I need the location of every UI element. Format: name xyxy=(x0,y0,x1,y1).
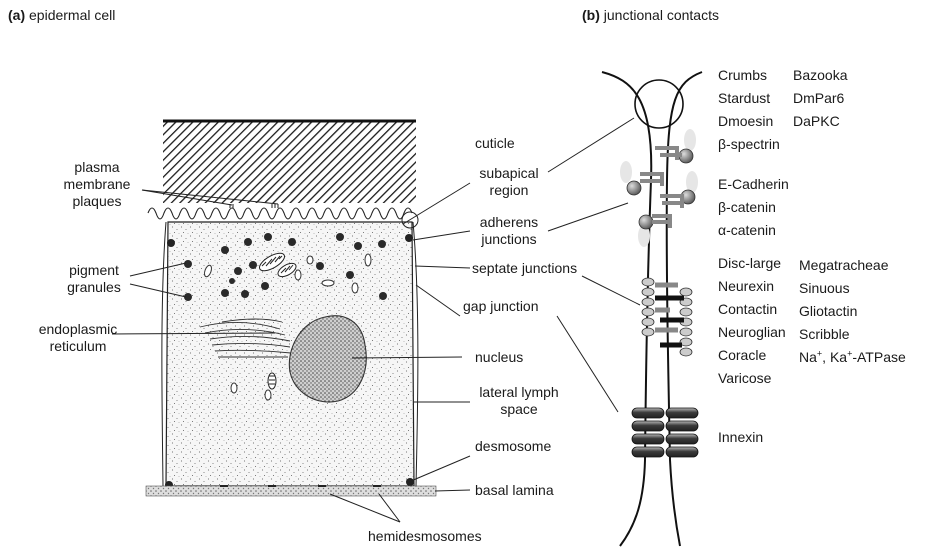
protein-name: Gliotactin xyxy=(799,300,906,323)
protein-name: Innexin xyxy=(718,426,763,449)
protein-name: β-catenin xyxy=(718,196,789,219)
label-basal-lamina: basal lamina xyxy=(475,482,554,499)
septate-proteins-col1: Disc-large Neurexin Contactin Neuroglian… xyxy=(718,252,786,390)
cuticle-block xyxy=(163,121,416,203)
junctional-contacts-illustration xyxy=(602,72,702,546)
atpase-na: Na xyxy=(799,349,817,365)
basal-lamina-strip xyxy=(146,486,436,496)
label-pigment-granules: pigment granules xyxy=(58,262,130,296)
protein-name: Neurexin xyxy=(718,275,786,298)
protein-name: E-Cadherin xyxy=(718,173,789,196)
protein-name-atpase: Na+, Ka+-ATPase xyxy=(799,346,906,369)
label-line: endoplasmic xyxy=(28,321,128,338)
protein-name: Megatracheae xyxy=(799,254,906,277)
label-line: pigment xyxy=(58,262,130,279)
apical-membrane-folds xyxy=(148,208,412,219)
label-line: subapical xyxy=(468,165,550,182)
label-line: lateral lymph xyxy=(470,384,568,401)
label-line: membrane xyxy=(52,176,142,193)
label-nucleus: nucleus xyxy=(475,349,523,366)
label-line: space xyxy=(470,401,568,418)
label-subapical-region: subapical region xyxy=(468,165,550,199)
panel-b-title: (b) junctional contacts xyxy=(582,7,719,24)
protein-name: DmPar6 xyxy=(793,87,847,110)
gap-proteins: Innexin xyxy=(718,426,763,449)
label-septate-junctions: septate junctions xyxy=(472,260,577,277)
protein-name: α-catenin xyxy=(718,219,789,242)
panel-b-title-text: junctional contacts xyxy=(604,7,719,23)
label-adherens-junctions: adherens junctions xyxy=(468,214,550,248)
label-desmosome: desmosome xyxy=(475,438,551,455)
label-line: plasma xyxy=(52,159,142,176)
label-lateral-lymph-space: lateral lymph space xyxy=(470,384,568,418)
label-line: granules xyxy=(58,279,130,296)
protein-name: Dmoesin xyxy=(718,110,780,133)
label-line: adherens xyxy=(468,214,550,231)
panel-b-letter: (b) xyxy=(582,7,600,23)
adherens-proteins: E-Cadherin β-catenin α-catenin xyxy=(718,173,789,242)
protein-name: Contactin xyxy=(718,298,786,321)
label-cuticle: cuticle xyxy=(475,135,515,152)
protein-name: Crumbs xyxy=(718,64,780,87)
protein-name: Stardust xyxy=(718,87,780,110)
label-endoplasmic-reticulum: endoplasmic reticulum xyxy=(28,321,128,355)
protein-name: Sinuous xyxy=(799,277,906,300)
protein-name: Neuroglian xyxy=(718,321,786,344)
subapical-proteins-col1: Crumbs Stardust Dmoesin β-spectrin xyxy=(718,64,780,156)
protein-name: Bazooka xyxy=(793,64,847,87)
protein-name: Varicose xyxy=(718,367,786,390)
epidermal-cell-illustration xyxy=(146,121,436,496)
label-gap-junction: gap junction xyxy=(463,298,539,315)
panel-a-letter: (a) xyxy=(8,7,25,23)
panel-a-title-text: epidermal cell xyxy=(29,7,115,23)
label-line: region xyxy=(468,182,550,199)
protein-name: Disc-large xyxy=(718,252,786,275)
protein-name: Scribble xyxy=(799,323,906,346)
protein-name: DaPKC xyxy=(793,110,847,133)
label-plasma-membrane-plaques: plasma membrane plaques xyxy=(52,159,142,210)
label-line: junctions xyxy=(468,231,550,248)
label-line: plaques xyxy=(52,193,142,210)
subapical-proteins-col2: Bazooka DmPar6 DaPKC xyxy=(793,64,847,133)
membrane-plaques xyxy=(230,204,278,208)
panel-a-title: (a) epidermal cell xyxy=(8,7,115,24)
label-line: reticulum xyxy=(28,338,128,355)
atpase-ka: , Ka xyxy=(822,349,847,365)
atpase-rest: -ATPase xyxy=(852,349,905,365)
septate-proteins-col2: Megatracheae Sinuous Gliotactin Scribble… xyxy=(799,254,906,369)
cadherin-complexes xyxy=(620,129,698,247)
protein-name: Coracle xyxy=(718,344,786,367)
protein-name: β-spectrin xyxy=(718,133,780,156)
left-lateral-membrane xyxy=(162,222,166,486)
label-hemidesmosomes: hemidesmosomes xyxy=(368,528,482,545)
innexin-barrels xyxy=(632,408,698,457)
